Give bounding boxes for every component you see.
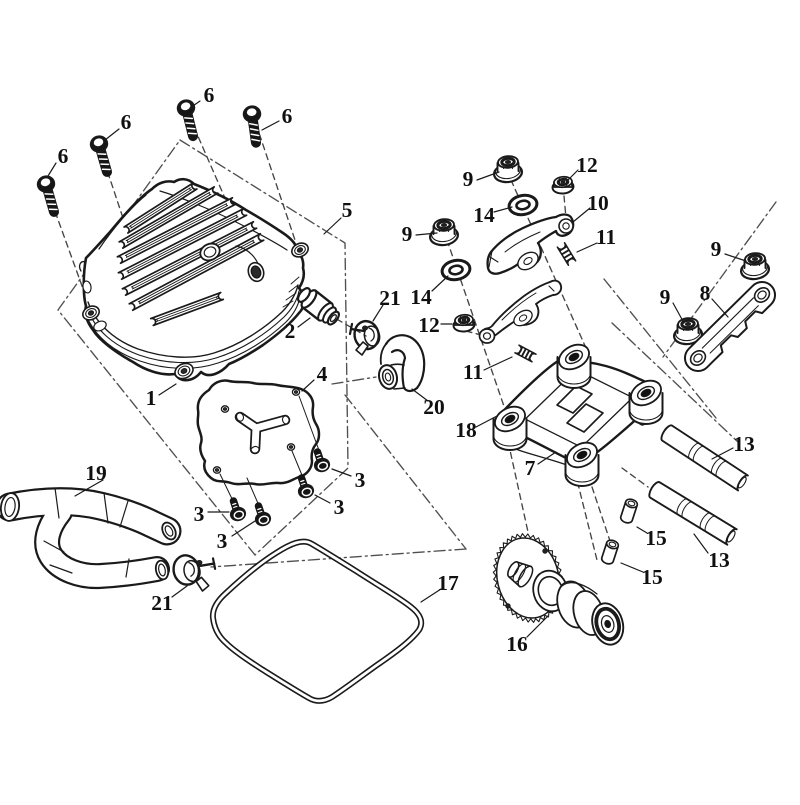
svg-text:5: 5 bbox=[342, 198, 353, 222]
svg-text:21: 21 bbox=[151, 591, 173, 615]
svg-text:14: 14 bbox=[410, 285, 432, 309]
svg-text:15: 15 bbox=[641, 565, 663, 589]
svg-text:14: 14 bbox=[473, 203, 495, 227]
svg-text:15: 15 bbox=[645, 526, 667, 550]
svg-text:18: 18 bbox=[455, 418, 477, 442]
svg-text:9: 9 bbox=[402, 222, 413, 246]
svg-text:3: 3 bbox=[194, 502, 205, 526]
svg-text:6: 6 bbox=[282, 104, 293, 128]
svg-text:8: 8 bbox=[700, 281, 711, 305]
svg-text:12: 12 bbox=[576, 153, 598, 177]
svg-text:1: 1 bbox=[146, 386, 157, 410]
svg-text:13: 13 bbox=[708, 548, 730, 572]
svg-text:6: 6 bbox=[121, 110, 132, 134]
svg-text:2: 2 bbox=[285, 319, 296, 343]
svg-text:16: 16 bbox=[506, 632, 528, 656]
svg-text:11: 11 bbox=[596, 225, 616, 249]
svg-text:13: 13 bbox=[733, 432, 755, 456]
svg-text:12: 12 bbox=[418, 313, 440, 337]
svg-text:20: 20 bbox=[423, 395, 445, 419]
svg-text:17: 17 bbox=[437, 571, 459, 595]
svg-text:19: 19 bbox=[85, 461, 107, 485]
svg-text:9: 9 bbox=[711, 237, 722, 261]
svg-text:3: 3 bbox=[217, 529, 228, 553]
svg-text:4: 4 bbox=[317, 362, 328, 386]
svg-text:7: 7 bbox=[525, 456, 536, 480]
svg-text:10: 10 bbox=[587, 191, 609, 215]
svg-text:21: 21 bbox=[379, 286, 401, 310]
svg-text:3: 3 bbox=[355, 468, 366, 492]
svg-text:9: 9 bbox=[463, 167, 474, 191]
svg-text:3: 3 bbox=[334, 495, 345, 519]
svg-text:11: 11 bbox=[463, 360, 483, 384]
svg-text:6: 6 bbox=[58, 144, 69, 168]
svg-text:6: 6 bbox=[204, 83, 215, 107]
svg-text:9: 9 bbox=[660, 285, 671, 309]
